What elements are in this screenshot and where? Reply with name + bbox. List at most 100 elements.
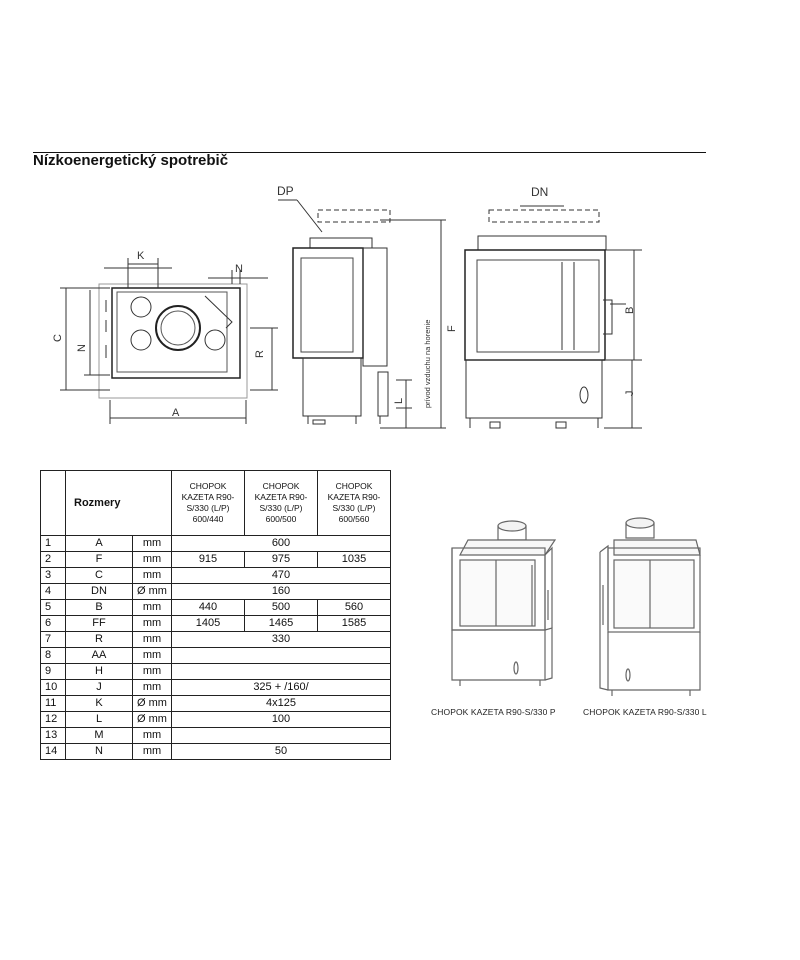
row-number-cell: 10	[40, 679, 66, 696]
row-value-cell: 915	[171, 551, 245, 568]
row-number-cell: 14	[40, 743, 66, 760]
row-value-cell: 100	[171, 711, 391, 728]
row-unit-cell: mm	[132, 551, 172, 568]
row-number-cell: 11	[40, 695, 66, 712]
side-view-drawing	[278, 199, 446, 429]
row-value-cell: 600	[171, 535, 391, 552]
row-value-cell: 4x125	[171, 695, 391, 712]
row-unit-cell: mm	[132, 727, 172, 744]
product-render-l	[599, 517, 701, 696]
column-header: CHOPOK KAZETA R90-S/330 (L/P) 600/440	[171, 470, 245, 536]
table-title: Rozmery	[65, 470, 172, 536]
label-air-supply: prívod vzduchu na horenie	[423, 320, 432, 408]
row-code-cell: R	[65, 631, 133, 648]
product-render-p	[451, 520, 557, 686]
column-header: CHOPOK KAZETA R90-S/330 (L/P) 600/500	[244, 470, 318, 536]
row-number-cell: 5	[40, 599, 66, 616]
row-value-cell	[171, 727, 391, 744]
row-code-cell: K	[65, 695, 133, 712]
photo-caption-l: CHOPOK KAZETA R90-S/330 L	[583, 707, 707, 717]
row-unit-cell: Ø mm	[132, 711, 172, 728]
row-unit-cell: mm	[132, 743, 172, 760]
row-number-cell: 13	[40, 727, 66, 744]
row-unit-cell: Ø mm	[132, 695, 172, 712]
row-value-cell: 1465	[244, 615, 318, 632]
row-value-cell: 1035	[317, 551, 391, 568]
row-number-cell: 4	[40, 583, 66, 600]
label-n-side: N	[76, 344, 88, 352]
header-blank-cell	[40, 470, 66, 536]
front-view-drawing	[464, 205, 642, 429]
column-header: CHOPOK KAZETA R90-S/330 (L/P) 600/560	[317, 470, 391, 536]
label-a: A	[172, 407, 180, 419]
label-c: C	[52, 334, 64, 342]
row-unit-cell: mm	[132, 567, 172, 584]
row-code-cell: AA	[65, 647, 133, 664]
row-unit-cell: mm	[132, 679, 172, 696]
row-unit-cell: mm	[132, 631, 172, 648]
photo-caption-p: CHOPOK KAZETA R90-S/330 P	[431, 707, 556, 717]
page-heading: Nízkoenergetický spotrebič	[33, 152, 229, 169]
row-number-cell: 1	[40, 535, 66, 552]
row-code-cell: J	[65, 679, 133, 696]
row-code-cell: H	[65, 663, 133, 680]
label-f: F	[446, 325, 458, 332]
label-r: R	[254, 350, 266, 358]
label-k: K	[137, 250, 145, 262]
row-value-cell: 50	[171, 743, 391, 760]
label-l: L	[393, 398, 405, 404]
row-unit-cell: mm	[132, 599, 172, 616]
row-value-cell: 325 + /160/	[171, 679, 391, 696]
row-unit-cell: mm	[132, 615, 172, 632]
row-value-cell: 1405	[171, 615, 245, 632]
row-value-cell: 500	[244, 599, 318, 616]
row-code-cell: N	[65, 743, 133, 760]
table-header-row: Rozmery CHOPOK KAZETA R90-S/330 (L/P) 60…	[40, 470, 391, 536]
row-code-cell: DN	[65, 583, 133, 600]
row-unit-cell: Ø mm	[132, 583, 172, 600]
row-code-cell: C	[65, 567, 133, 584]
row-value-cell: 160	[171, 583, 391, 600]
row-value-cell: 560	[317, 599, 391, 616]
row-value-cell	[171, 647, 391, 664]
row-unit-cell: mm	[132, 663, 172, 680]
row-unit-cell: mm	[132, 535, 172, 552]
row-code-cell: M	[65, 727, 133, 744]
label-dn: DN	[531, 185, 548, 199]
row-value-cell: 330	[171, 631, 391, 648]
row-code-cell: FF	[65, 615, 133, 632]
row-unit-cell: mm	[132, 647, 172, 664]
row-number-cell: 7	[40, 631, 66, 648]
label-j: J	[624, 391, 636, 397]
row-number-cell: 3	[40, 567, 66, 584]
row-value-cell: 470	[171, 567, 391, 584]
row-value-cell: 975	[244, 551, 318, 568]
heading-rule	[33, 152, 706, 153]
label-b: B	[624, 307, 636, 314]
row-value-cell	[171, 663, 391, 680]
row-number-cell: 9	[40, 663, 66, 680]
plan-view-drawing	[60, 258, 278, 424]
row-number-cell: 12	[40, 711, 66, 728]
row-number-cell: 2	[40, 551, 66, 568]
row-value-cell: 440	[171, 599, 245, 616]
row-value-cell: 1585	[317, 615, 391, 632]
row-number-cell: 8	[40, 647, 66, 664]
row-code-cell: L	[65, 711, 133, 728]
